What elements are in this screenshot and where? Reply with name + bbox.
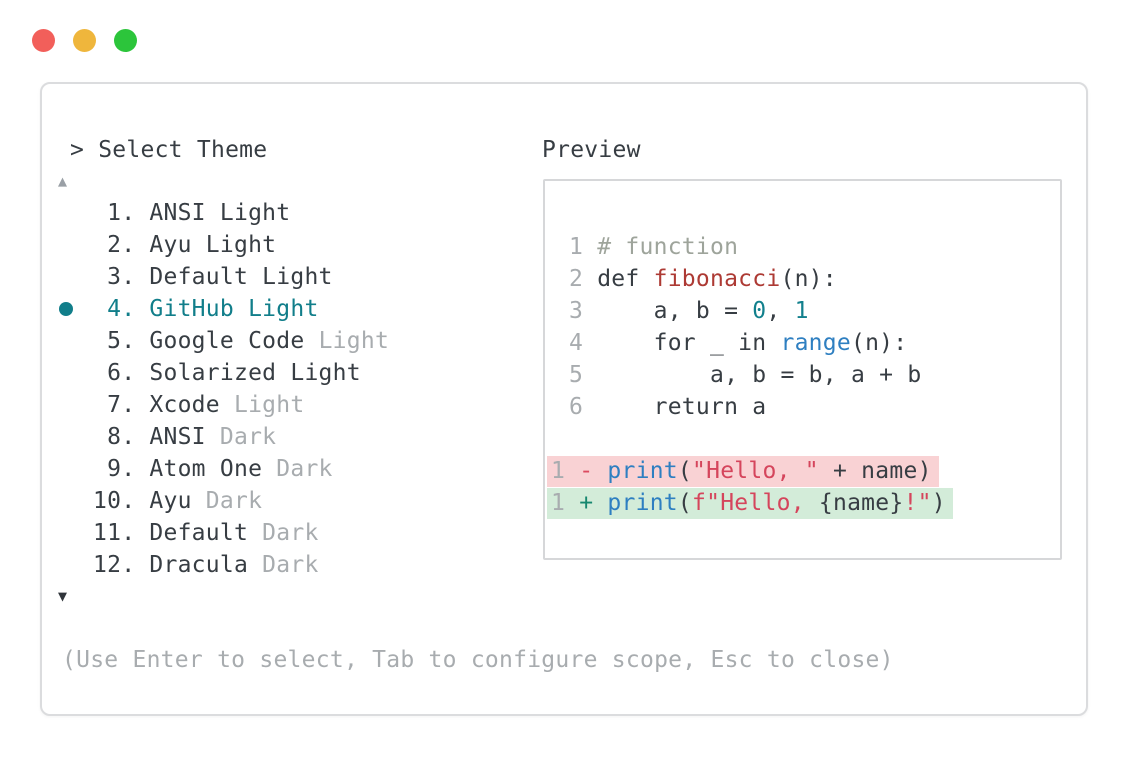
item-number: 9. bbox=[93, 456, 150, 482]
theme-list-item[interactable]: 7. Xcode Light bbox=[93, 389, 304, 421]
code-line: 1 # function bbox=[569, 231, 738, 263]
item-number: 6. bbox=[93, 360, 150, 386]
code-line: 3 a, b = 0, 1 bbox=[569, 295, 809, 327]
code-token: return a bbox=[597, 394, 767, 420]
line-number: 2 bbox=[569, 266, 598, 292]
theme-name: Dracula bbox=[149, 552, 249, 578]
code-line: 5 a, b = b, a + b bbox=[569, 359, 921, 391]
item-number: 11. bbox=[93, 520, 150, 546]
line-number: 1 bbox=[551, 489, 580, 516]
code-token: range bbox=[780, 330, 851, 356]
item-number: 7. bbox=[93, 392, 150, 418]
diff-sign: - bbox=[579, 457, 608, 484]
item-number: 3. bbox=[93, 264, 150, 290]
diff-sign: + bbox=[579, 489, 608, 516]
preview-title: Preview bbox=[542, 137, 641, 163]
line-number: 1 bbox=[569, 234, 598, 260]
theme-name: ANSI bbox=[149, 424, 206, 450]
minimize-button-icon[interactable] bbox=[73, 29, 96, 52]
code-line: 2 def fibonacci(n): bbox=[569, 263, 837, 295]
line-number: 6 bbox=[569, 394, 598, 420]
item-number: 8. bbox=[93, 424, 150, 450]
diff-added-line: 1 + print(f"Hello, {name}!") bbox=[547, 487, 953, 519]
code-token: !" bbox=[903, 489, 932, 516]
theme-variant: Light bbox=[219, 392, 305, 418]
theme-name: Solarized Light bbox=[149, 360, 361, 386]
theme-name: Default bbox=[149, 520, 249, 546]
diff-line-highlight: 1 + print(f"Hello, {name}!") bbox=[547, 487, 953, 519]
code-token: f"Hello, bbox=[692, 489, 819, 516]
code-token: for _ in bbox=[597, 330, 781, 356]
theme-name: ANSI Light bbox=[149, 200, 291, 226]
theme-list-item[interactable]: 4. GitHub Light bbox=[93, 293, 319, 325]
theme-list-item[interactable]: 1. ANSI Light bbox=[93, 197, 290, 229]
theme-variant: Dark bbox=[191, 488, 263, 514]
code-token: print bbox=[607, 489, 678, 516]
item-number: 4. bbox=[93, 296, 150, 322]
code-token: fibonacci bbox=[653, 266, 781, 292]
code-line: 4 for _ in range(n): bbox=[569, 327, 907, 359]
theme-list-item[interactable]: 10. Ayu Dark bbox=[93, 485, 262, 517]
close-button-icon[interactable] bbox=[32, 29, 55, 52]
code-token: ( bbox=[677, 489, 693, 516]
line-number: 4 bbox=[569, 330, 598, 356]
traffic-lights bbox=[32, 29, 155, 52]
theme-variant: Dark bbox=[248, 552, 319, 578]
theme-list-item[interactable]: 6. Solarized Light bbox=[93, 357, 361, 389]
theme-list-item[interactable]: 12. Dracula Dark bbox=[93, 549, 319, 581]
zoom-button-icon[interactable] bbox=[114, 29, 137, 52]
theme-list-item[interactable]: 8. ANSI Dark bbox=[93, 421, 276, 453]
code-token: {name} bbox=[818, 489, 904, 516]
theme-variant: Dark bbox=[248, 520, 319, 546]
theme-name: Atom One bbox=[149, 456, 263, 482]
scroll-down-icon[interactable]: ▼ bbox=[58, 587, 68, 605]
line-number: 3 bbox=[569, 298, 598, 324]
theme-picker-dialog: > Select Theme ▲ 1. ANSI Light 2. Ayu Li… bbox=[40, 82, 1088, 716]
theme-name: Default Light bbox=[149, 264, 333, 290]
selected-bullet-icon bbox=[59, 302, 73, 316]
item-number: 10. bbox=[93, 488, 150, 514]
code-token: # function bbox=[597, 234, 739, 260]
line-number: 5 bbox=[569, 362, 598, 388]
code-line: 6 return a bbox=[569, 391, 766, 423]
theme-list-item[interactable]: 5. Google Code Light bbox=[93, 325, 389, 357]
theme-list-item[interactable]: 9. Atom One Dark bbox=[93, 453, 333, 485]
code-token: a, b = bbox=[597, 298, 753, 324]
code-token: def bbox=[597, 266, 654, 292]
code-token: (n): bbox=[850, 330, 908, 356]
theme-name: Google Code bbox=[149, 328, 305, 354]
theme-variant: Dark bbox=[205, 424, 277, 450]
theme-variant: Dark bbox=[262, 456, 333, 482]
code-token: 1 bbox=[794, 298, 809, 324]
code-token: ) bbox=[931, 489, 946, 516]
keyboard-hint: (Use Enter to select, Tab to configure s… bbox=[62, 647, 894, 673]
theme-variant: Light bbox=[304, 328, 390, 354]
code-token: (n): bbox=[780, 266, 837, 292]
item-number: 2. bbox=[93, 232, 150, 258]
theme-name: GitHub Light bbox=[149, 296, 319, 322]
line-number: 1 bbox=[551, 457, 580, 484]
theme-list-item[interactable]: 2. Ayu Light bbox=[93, 229, 276, 261]
code-token: + name) bbox=[818, 457, 932, 484]
item-number: 5. bbox=[93, 328, 150, 354]
code-token: ( bbox=[677, 457, 693, 484]
code-token: 0 bbox=[752, 298, 767, 324]
theme-name: Ayu Light bbox=[149, 232, 277, 258]
code-token: a, b = b, a + b bbox=[597, 362, 922, 388]
scroll-up-icon[interactable]: ▲ bbox=[58, 172, 68, 190]
diff-removed-line: 1 - print("Hello, " + name) bbox=[547, 455, 939, 487]
theme-name: Xcode bbox=[149, 392, 220, 418]
code-token: "Hello, " bbox=[692, 457, 819, 484]
theme-name: Ayu bbox=[149, 488, 192, 514]
diff-line-highlight: 1 - print("Hello, " + name) bbox=[547, 455, 939, 487]
theme-list-item[interactable]: 11. Default Dark bbox=[93, 517, 319, 549]
code-token: , bbox=[766, 298, 795, 324]
theme-list-item[interactable]: 3. Default Light bbox=[93, 261, 333, 293]
code-token: print bbox=[607, 457, 678, 484]
item-number: 12. bbox=[93, 552, 150, 578]
item-number: 1. bbox=[93, 200, 150, 226]
theme-prompt: > Select Theme bbox=[70, 137, 268, 163]
